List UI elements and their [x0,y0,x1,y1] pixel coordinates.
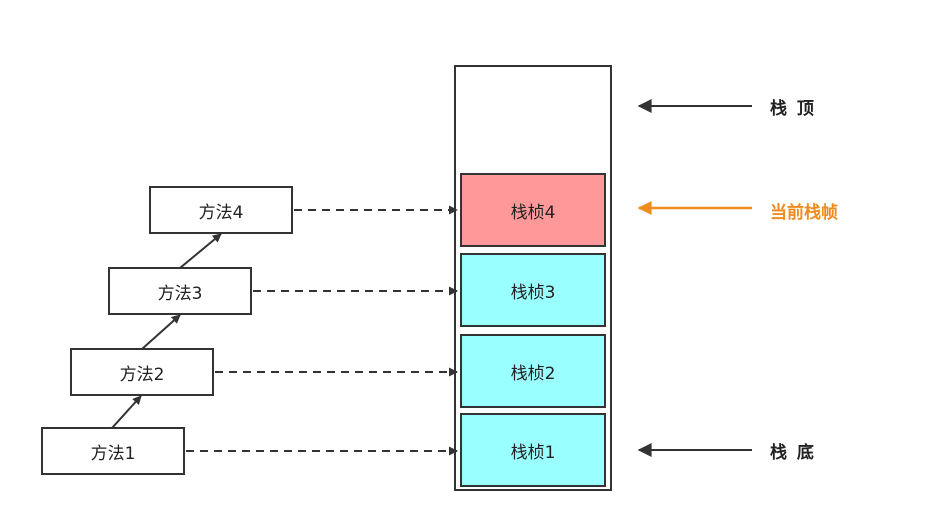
call-arrow-1-2 [111,395,142,429]
frame-3-box [460,253,606,327]
frame-4-box [460,173,606,247]
frame-2-label: 栈桢2 [510,363,556,384]
method-1-box [41,427,185,475]
call-arrow-3-4 [179,233,222,269]
stack-bottom-label: 栈 底 [770,442,816,463]
frame-3-label: 栈桢3 [510,282,556,303]
method-4-box [149,186,293,234]
frame-2-box [460,334,606,408]
method-4-label: 方法4 [198,202,244,223]
method-3-label: 方法3 [157,283,203,304]
method-2-label: 方法2 [119,364,165,385]
current-frame-label: 当前栈帧 [770,202,838,223]
stack-top-label: 栈 顶 [770,98,816,119]
frame-1-box [460,413,606,487]
method-3-box [108,267,252,315]
frame-1-label: 栈桢1 [510,442,556,463]
call-arrow-2-3 [141,314,181,350]
method-1-label: 方法1 [90,443,136,464]
frame-4-label: 栈桢4 [510,202,556,223]
method-2-box [70,348,214,396]
